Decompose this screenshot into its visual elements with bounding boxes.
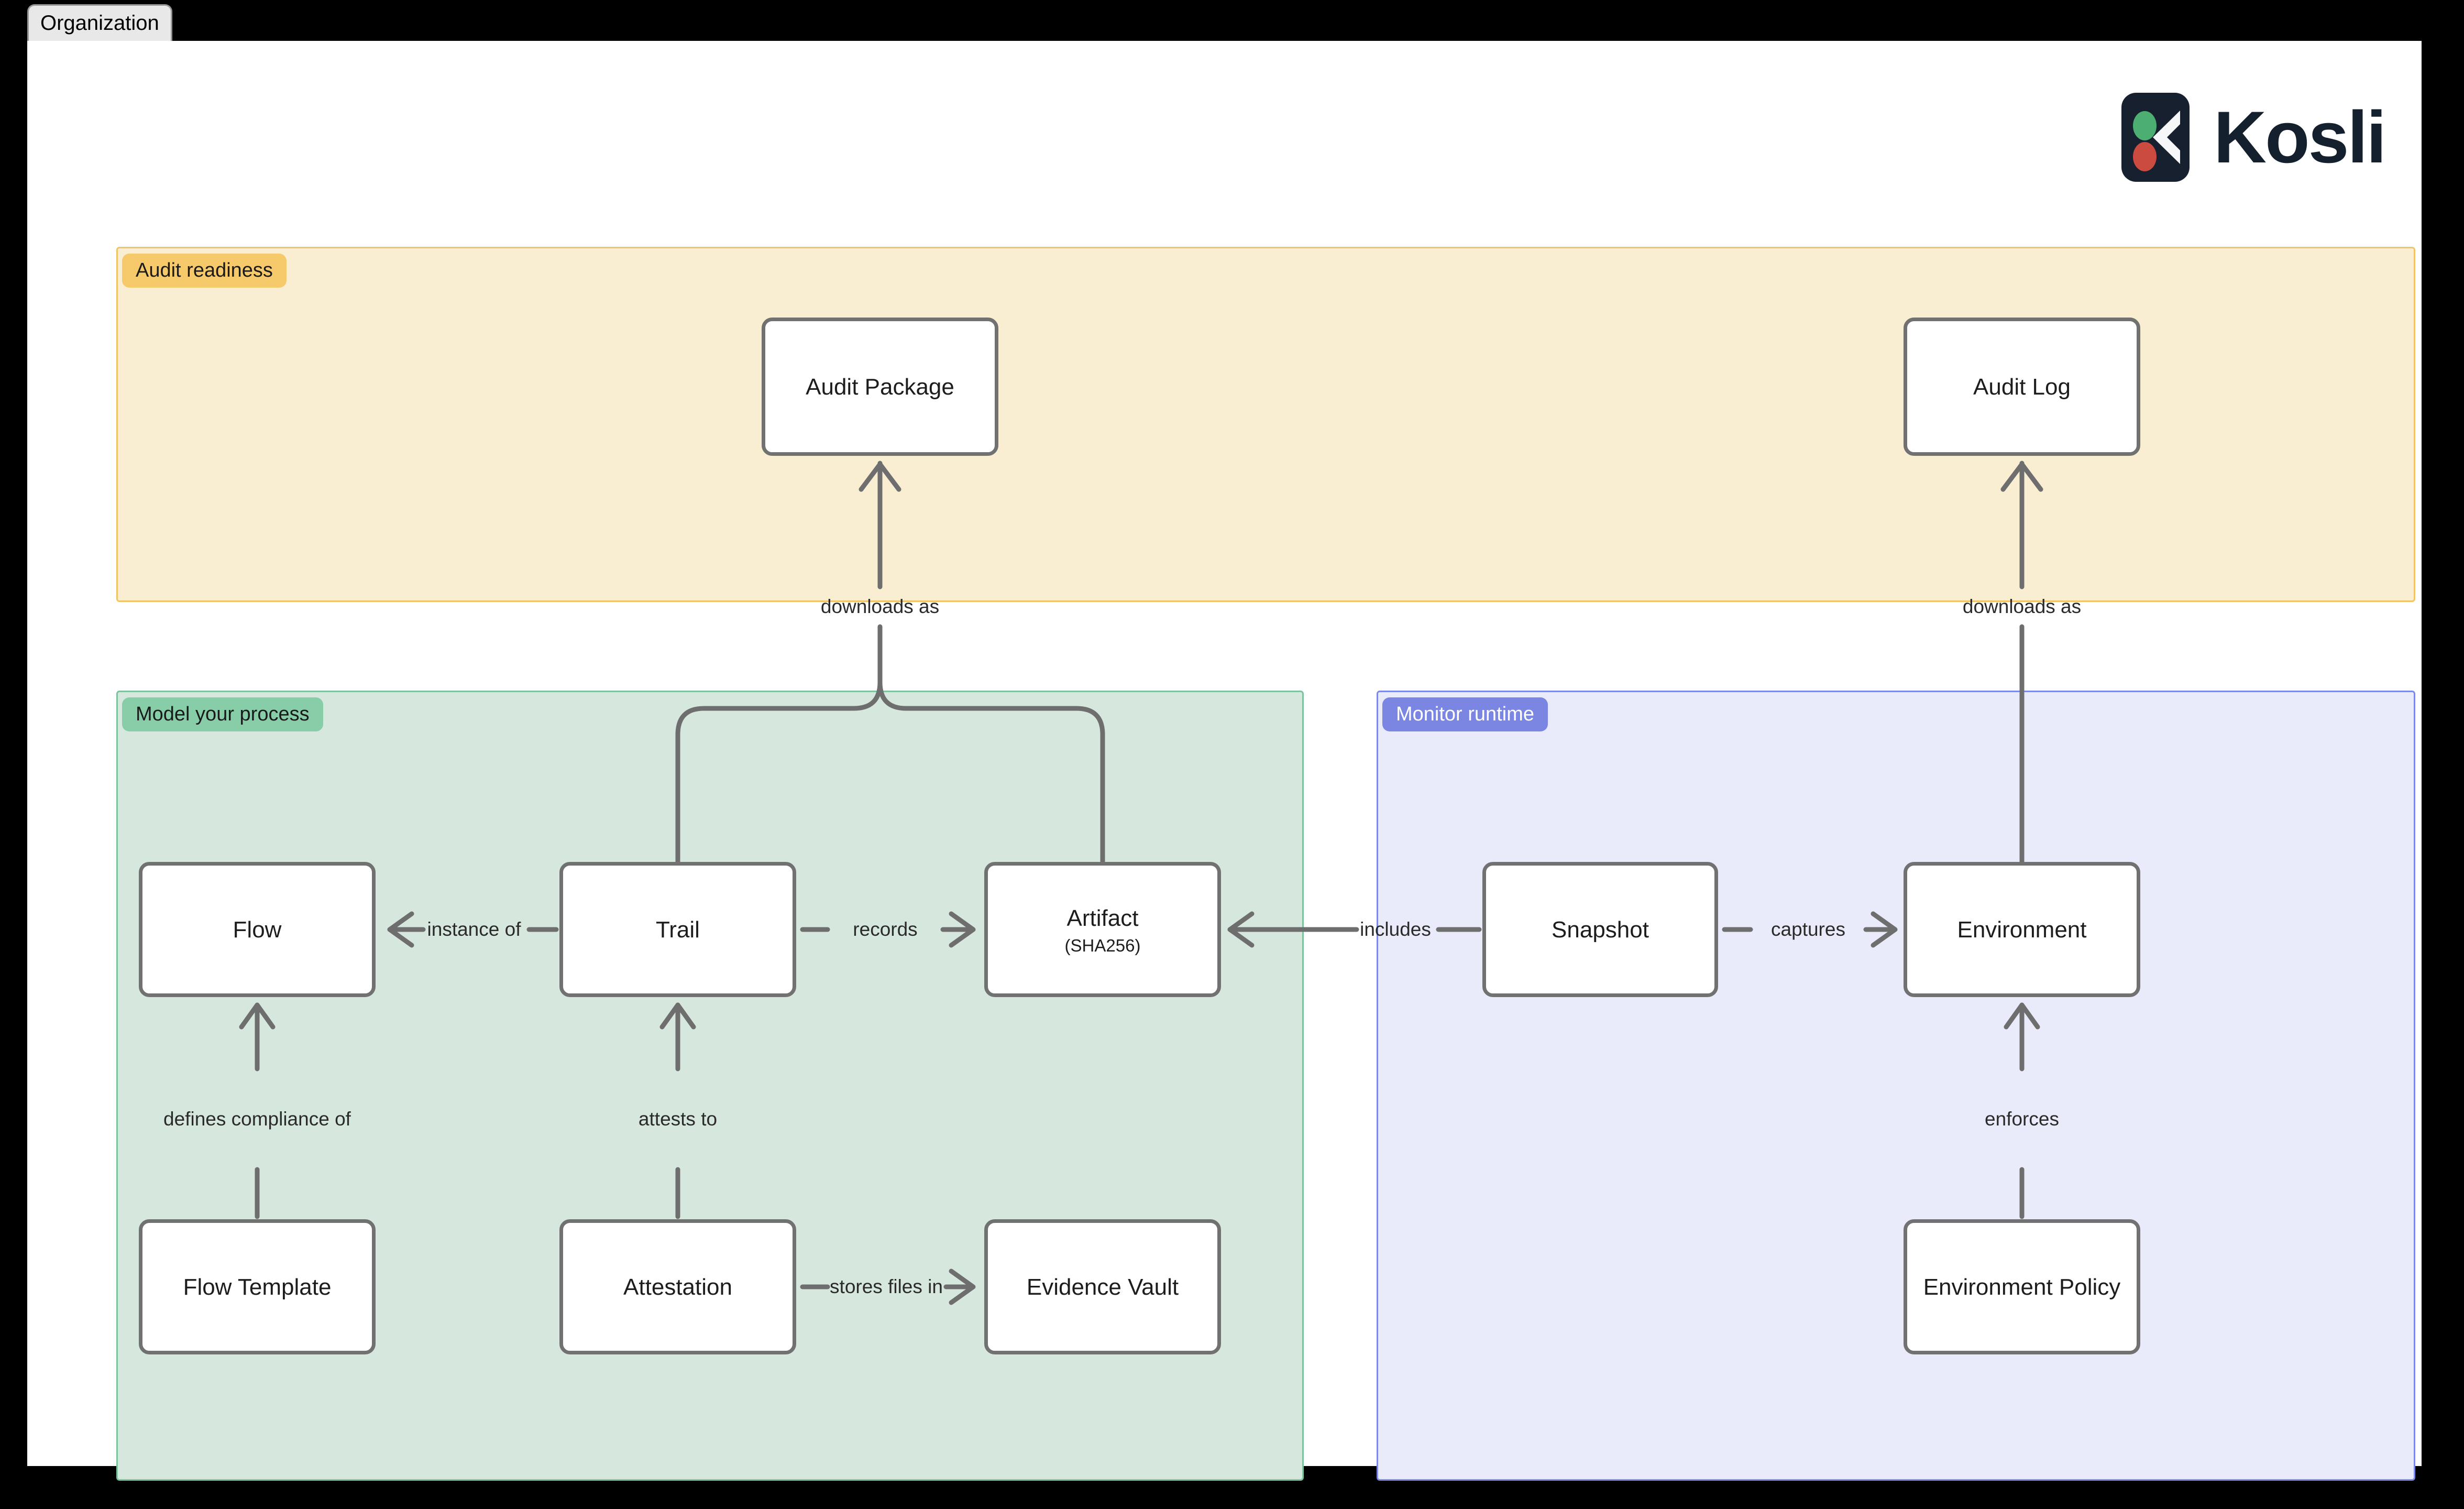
- edge-label-instance-of: instance of: [427, 918, 521, 940]
- edge-label-records: records: [853, 918, 918, 940]
- node-audit-package: Audit Package: [762, 318, 998, 456]
- region-badge-model-your-process: Model your process: [122, 697, 323, 731]
- node-flow-template: Flow Template: [139, 1219, 376, 1354]
- kosli-chevron-icon: [2153, 111, 2180, 164]
- node-flow: Flow: [139, 862, 376, 997]
- kosli-logo-mark-icon: [2121, 93, 2190, 182]
- kosli-green-dot-icon: [2133, 111, 2157, 140]
- region-badge-monitor-runtime: Monitor runtime: [1382, 697, 1548, 731]
- node-artifact-sublabel: (SHA256): [1064, 935, 1141, 955]
- region-model-your-process: Model your process: [116, 691, 1304, 1481]
- kosli-red-dot-icon: [2133, 142, 2157, 171]
- kosli-logo: Kosli: [2121, 93, 2386, 182]
- node-environment: Environment: [1904, 862, 2140, 997]
- edge-label-captures: captures: [1771, 918, 1845, 940]
- region-badge-audit-readiness: Audit readiness: [122, 254, 287, 288]
- edge-label-attests-to: attests to: [638, 1108, 718, 1130]
- kosli-logo-text: Kosli: [2214, 96, 2386, 178]
- node-audit-log: Audit Log: [1904, 318, 2140, 456]
- node-evidence-vault: Evidence Vault: [984, 1219, 1221, 1354]
- region-monitor-runtime: Monitor runtime: [1377, 691, 2415, 1481]
- edge-label-defines-compliance-of: defines compliance of: [163, 1108, 351, 1130]
- edge-label-includes: includes: [1360, 918, 1431, 940]
- edge-label-enforces: enforces: [1985, 1108, 2059, 1130]
- node-environment-policy: Environment Policy: [1904, 1219, 2140, 1354]
- node-trail: Trail: [559, 862, 796, 997]
- edge-label-downloads-as-right: downloads as: [1962, 596, 2082, 617]
- edge-label-downloads-as-left: downloads as: [820, 596, 940, 617]
- node-artifact: Artifact (SHA256): [984, 862, 1221, 997]
- node-snapshot: Snapshot: [1482, 862, 1718, 997]
- edge-label-stores-files-in: stores files in: [830, 1276, 943, 1297]
- organization-tab[interactable]: Organization: [27, 4, 172, 41]
- node-attestation: Attestation: [559, 1219, 796, 1354]
